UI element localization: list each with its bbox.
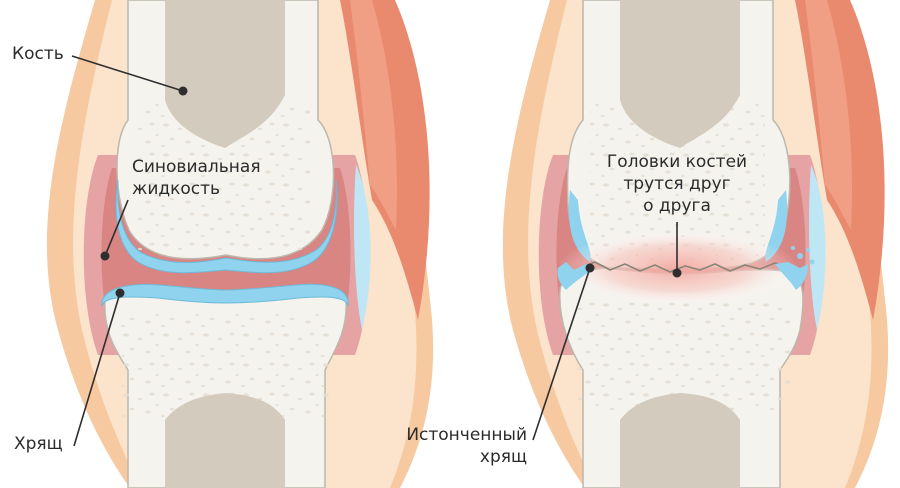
- label-synovial-line2: жидкость: [132, 179, 220, 199]
- leader-dot-synovial: [101, 252, 110, 261]
- leader-dot-friction: [673, 269, 682, 278]
- label-bone: Кость: [12, 44, 64, 64]
- left-joint: [47, 0, 433, 488]
- label-synovial-line1: Синовиальная: [132, 157, 261, 177]
- cartilage-fragment: [806, 248, 810, 252]
- right-tibia-medulla: [620, 393, 740, 488]
- cartilage-fragment: [791, 246, 795, 250]
- leader-dot-thinned: [586, 264, 595, 273]
- left-tibia-medulla: [165, 393, 285, 488]
- leader-dot-bone: [179, 87, 188, 96]
- leader-dot-cartilage: [116, 289, 125, 298]
- label-thinned-line1: Истонченный: [406, 425, 527, 445]
- label-friction-line3: о друга: [643, 196, 711, 216]
- cartilage-fragment: [797, 253, 803, 259]
- label-thinned-line2: хрящ: [480, 447, 527, 467]
- label-friction-line2: трутся друг: [623, 174, 730, 194]
- label-friction-line1: Головки костей: [607, 152, 747, 172]
- label-cartilage: Хрящ: [14, 434, 63, 454]
- cartilage-fragment: [810, 260, 815, 265]
- right-joint: [503, 0, 888, 488]
